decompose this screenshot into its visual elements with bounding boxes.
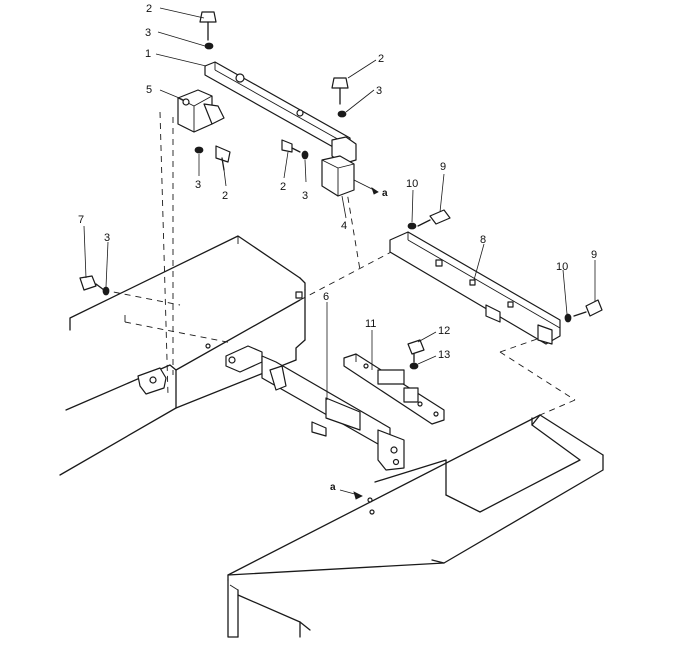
- callout-3: 3: [145, 27, 151, 39]
- callout-a: a: [330, 482, 336, 493]
- callout-4: 4: [341, 220, 347, 232]
- callout-1: 1: [145, 48, 151, 60]
- callout-3: 3: [195, 179, 201, 191]
- callout-2: 2: [280, 181, 286, 193]
- mount-tab: [137, 367, 167, 395]
- callout-3: 3: [376, 85, 382, 97]
- callout-2: 2: [146, 3, 152, 15]
- right-bracket-part-4: [321, 155, 367, 197]
- base-tray: [227, 414, 604, 638]
- housing-body: [59, 235, 306, 476]
- lower-frame-part-6: [225, 345, 405, 471]
- callout-5: 5: [146, 84, 152, 96]
- callout-a: a: [382, 188, 388, 199]
- callout-labels: 2 3 1 5 2 3 3 2 2 3 4 a 9 10 7 3 8 10 9 …: [78, 3, 597, 493]
- callout-3: 3: [104, 232, 110, 244]
- alignment-lines: [102, 111, 576, 416]
- callout-6: 6: [323, 291, 329, 303]
- small-rail-part-11: [343, 353, 445, 425]
- callout-11: 11: [365, 318, 376, 330]
- callout-9: 9: [440, 161, 446, 173]
- right-rail-part-8: [389, 231, 561, 345]
- leader-lines: [83, 7, 596, 400]
- callout-10: 10: [556, 261, 568, 273]
- callout-9: 9: [591, 249, 597, 261]
- callout-3: 3: [302, 190, 308, 202]
- left-bracket-part-5: [177, 89, 225, 133]
- callout-8: 8: [480, 234, 486, 246]
- upper-bar-part-1: [204, 61, 357, 165]
- callout-2: 2: [378, 53, 384, 65]
- fasteners: [79, 11, 603, 515]
- callout-13: 13: [438, 349, 450, 361]
- callout-12: 12: [438, 325, 450, 337]
- callout-2: 2: [222, 190, 228, 202]
- callout-7: 7: [78, 214, 84, 226]
- callout-10: 10: [406, 178, 418, 190]
